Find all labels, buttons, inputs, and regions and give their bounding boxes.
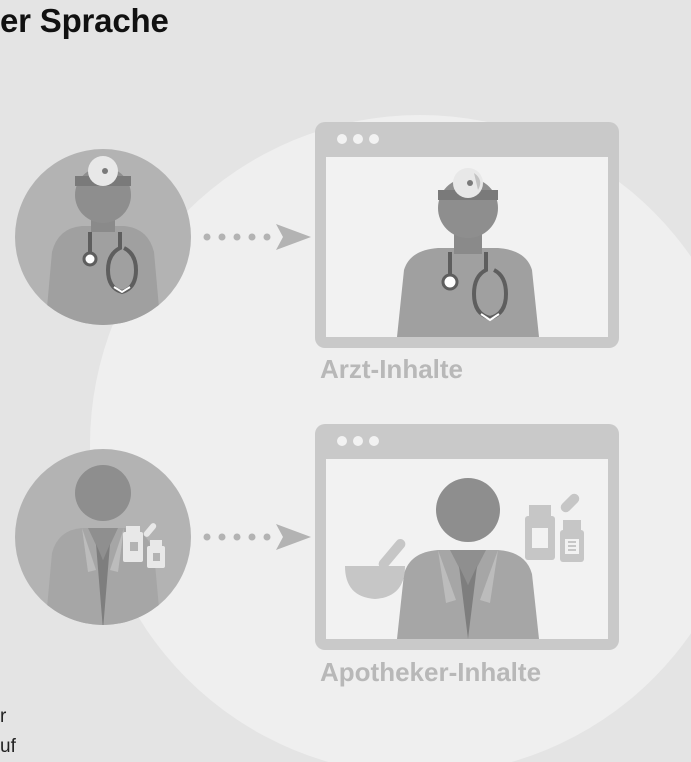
arrow-right-icon — [203, 524, 311, 550]
doctor-content-caption: Arzt-Inhalte — [320, 354, 463, 384]
pharmacist-avatar-icon — [15, 449, 191, 625]
body-text-fragment: r — [0, 706, 7, 727]
mortar-pestle-icon — [345, 539, 406, 599]
pharmacist-figure-icon — [397, 478, 539, 639]
arrow-right-icon — [203, 224, 311, 250]
doctor-avatar-icon — [15, 149, 191, 325]
doctor-figure-icon — [397, 168, 539, 337]
pharmacist-content-caption: Apotheker-Inhalte — [320, 657, 542, 687]
body-text-fragment: uf — [0, 736, 16, 757]
medicine-bottles-icon — [525, 493, 584, 562]
page-title: er Sprache — [0, 2, 169, 39]
